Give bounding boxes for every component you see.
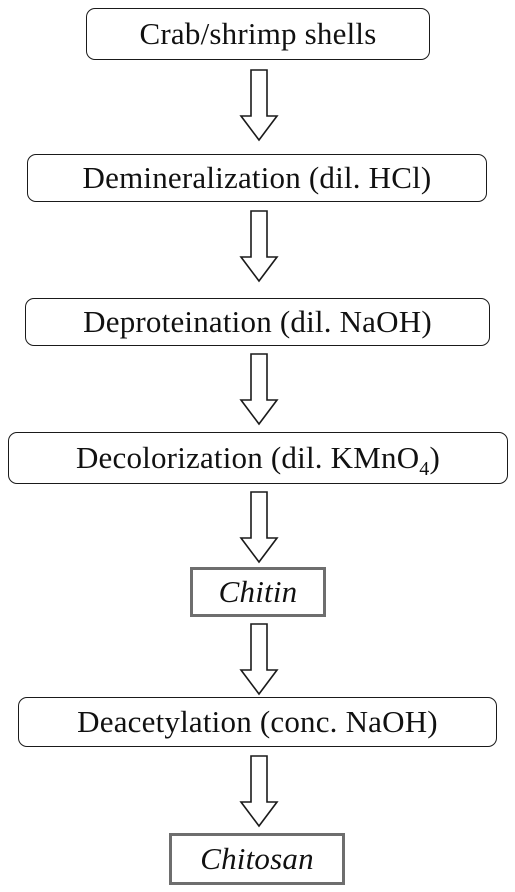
subscript-4: 4 [419,458,430,480]
product-chitosan: Chitosan [169,833,345,885]
down-arrow-icon [239,68,279,142]
down-arrow-icon [239,754,279,828]
step-label: Deproteination (dil. NaOH) [83,304,432,339]
step-demineralization: Demineralization (dil. HCl) [27,154,487,202]
product-chitin: Chitin [190,567,326,617]
step-label: Decolorization (dil. KMnO4) [75,440,441,480]
step-label: Crab/shrimp shells [139,16,377,51]
step-deacetylation: Deacetylation (conc. NaOH) [18,697,497,747]
down-arrow-icon [239,352,279,426]
step-label: Demineralization (dil. HCl) [82,160,432,195]
product-label: Chitin [218,574,298,609]
step-label: Deacetylation (conc. NaOH) [77,704,438,739]
down-arrow-icon [239,622,279,696]
step-decolorization: Decolorization (dil. KMnO4) [8,432,508,484]
down-arrow-icon [239,490,279,564]
step-crab-shrimp-shells: Crab/shrimp shells [86,8,430,60]
down-arrow-icon [239,209,279,283]
product-label: Chitosan [200,841,314,876]
step-deproteination: Deproteination (dil. NaOH) [25,298,490,346]
